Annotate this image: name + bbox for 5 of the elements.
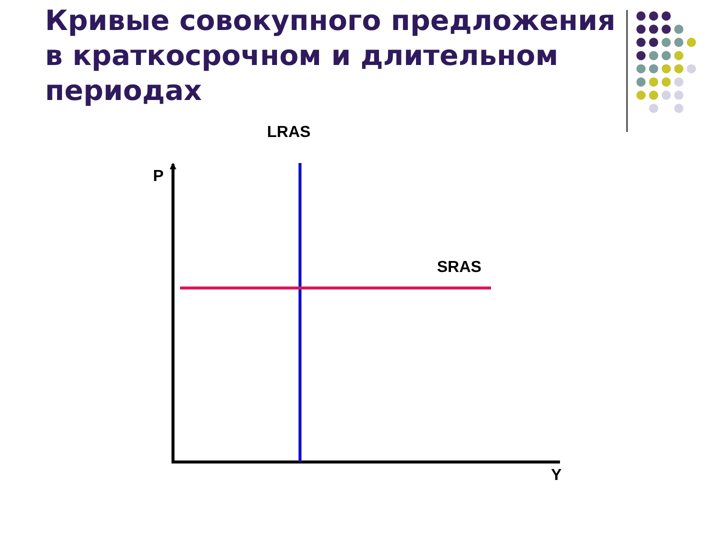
axis-label: P bbox=[153, 168, 164, 186]
axis-label: Y bbox=[551, 467, 562, 485]
curve-label: LRAS bbox=[267, 124, 311, 142]
page-title: Кривые совокупного предложения в краткосрочном и длительном периодах bbox=[45, 3, 616, 108]
curve-label: SRAS bbox=[437, 259, 482, 277]
